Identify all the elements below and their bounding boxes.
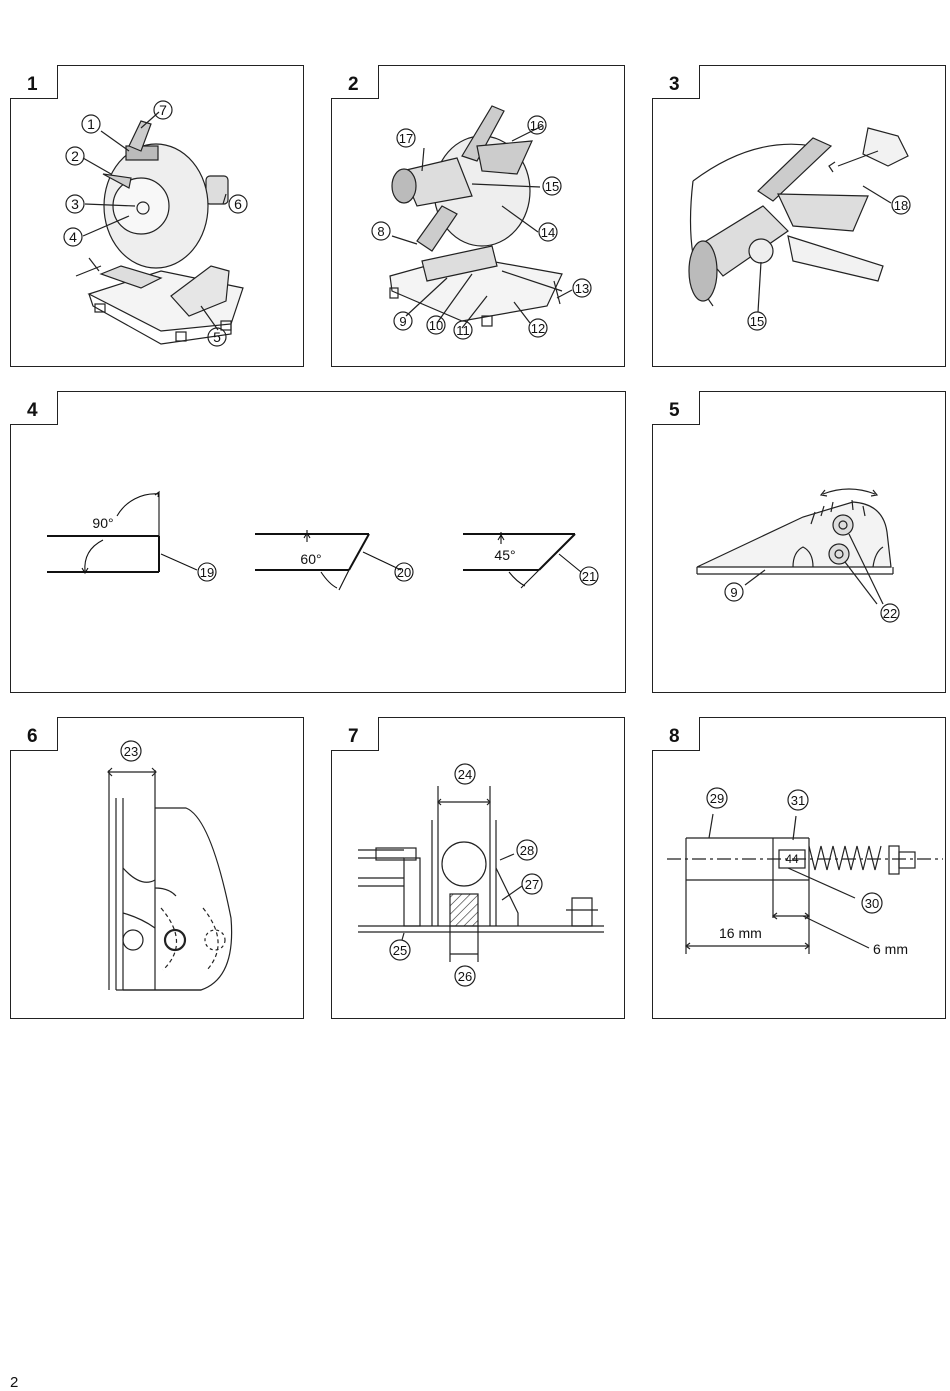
panel-number: 2 xyxy=(348,74,359,95)
angle-label-90: 90° xyxy=(92,515,113,531)
blade-change-illustration: 18 15 xyxy=(688,127,911,331)
callout-12: 12 xyxy=(531,321,545,336)
panel-tab xyxy=(330,64,379,99)
callout-6: 6 xyxy=(234,196,242,212)
panel-tab xyxy=(9,716,58,751)
angle-label-60: 60° xyxy=(300,551,321,567)
callout-19: 19 xyxy=(200,565,214,580)
callout-23: 23 xyxy=(124,744,138,759)
callout-15: 15 xyxy=(750,314,764,329)
panel-number: 8 xyxy=(669,726,680,747)
panel-number: 3 xyxy=(669,74,680,95)
workpiece-clamping-illustration: 24 25 26 27 28 xyxy=(358,763,604,987)
page-number: 2 xyxy=(10,1374,19,1391)
callout-5: 5 xyxy=(213,329,221,345)
callout-14: 14 xyxy=(541,225,555,240)
figure-panel-4: 4 xyxy=(9,390,626,693)
panel-number: 4 xyxy=(27,400,38,421)
callout-2: 2 xyxy=(71,148,79,164)
callout-1: 1 xyxy=(87,116,95,132)
cutting-angle-diagrams: 90° 60° 45° 19 20 21 xyxy=(47,490,599,591)
callout-22: 22 xyxy=(883,606,897,621)
callout-31: 31 xyxy=(791,793,805,808)
panel-number: 5 xyxy=(669,400,680,421)
callout-29: 29 xyxy=(710,791,724,806)
figure-panel-1: 1 xyxy=(9,64,304,367)
cutoff-saw-detail-illustration: 8 9 10 11 12 13 14 15 16 17 xyxy=(371,105,592,340)
figure-panel-6: 6 23 xyxy=(9,716,304,1019)
callout-20: 20 xyxy=(397,565,411,580)
panel-tab xyxy=(330,716,379,751)
callout-16: 16 xyxy=(530,118,544,133)
callout-10: 10 xyxy=(429,318,443,333)
callout-17: 17 xyxy=(399,131,413,146)
panel-number: 1 xyxy=(27,74,38,95)
cutoff-saw-overview-illustration: 1 2 3 4 5 6 7 xyxy=(63,100,248,347)
figure-panel-7: 7 xyxy=(330,716,625,1019)
callout-26: 26 xyxy=(458,969,472,984)
panel-tab xyxy=(651,390,700,425)
fence-clearance-illustration: 23 xyxy=(107,740,233,991)
callout-8: 8 xyxy=(377,224,384,239)
guide-fence-adjustment-illustration: 9 22 xyxy=(696,488,900,623)
callout-3: 3 xyxy=(71,196,79,212)
panel-number: 7 xyxy=(348,726,359,747)
panel-tab xyxy=(9,64,58,99)
callout-13: 13 xyxy=(575,281,589,296)
panel-tab xyxy=(9,390,58,425)
angle-label-45: 45° xyxy=(494,547,515,563)
figure-panel-2: 2 xyxy=(330,64,625,367)
callout-28: 28 xyxy=(520,843,534,858)
panel-tab xyxy=(651,64,700,99)
dimension-6mm: 6 mm xyxy=(873,941,908,957)
callout-7: 7 xyxy=(159,102,167,118)
figure-panel-3: 3 18 15 xyxy=(651,64,946,367)
figure-panel-8: 8 29 30 31 xyxy=(651,716,946,1019)
callout-group xyxy=(63,100,248,347)
brush-marking-text: 44 xyxy=(785,852,799,866)
figure-panel-5: 5 9 22 xyxy=(651,390,946,693)
callout-27: 27 xyxy=(525,877,539,892)
carbon-brush-wear-diagram: 29 30 31 44 16 mm 6 mm xyxy=(667,787,943,957)
callout-9: 9 xyxy=(399,314,406,329)
callout-24: 24 xyxy=(458,767,472,782)
dimension-16mm: 16 mm xyxy=(719,925,762,941)
panel-tab xyxy=(651,716,700,751)
callout-21: 21 xyxy=(582,569,596,584)
callout-11: 11 xyxy=(456,323,470,338)
callout-25: 25 xyxy=(393,943,407,958)
callout-18: 18 xyxy=(894,198,908,213)
callout-15: 15 xyxy=(545,179,559,194)
callout-4: 4 xyxy=(69,229,77,245)
panel-number: 6 xyxy=(27,726,38,747)
callout-9: 9 xyxy=(730,585,737,600)
callout-30: 30 xyxy=(865,896,879,911)
